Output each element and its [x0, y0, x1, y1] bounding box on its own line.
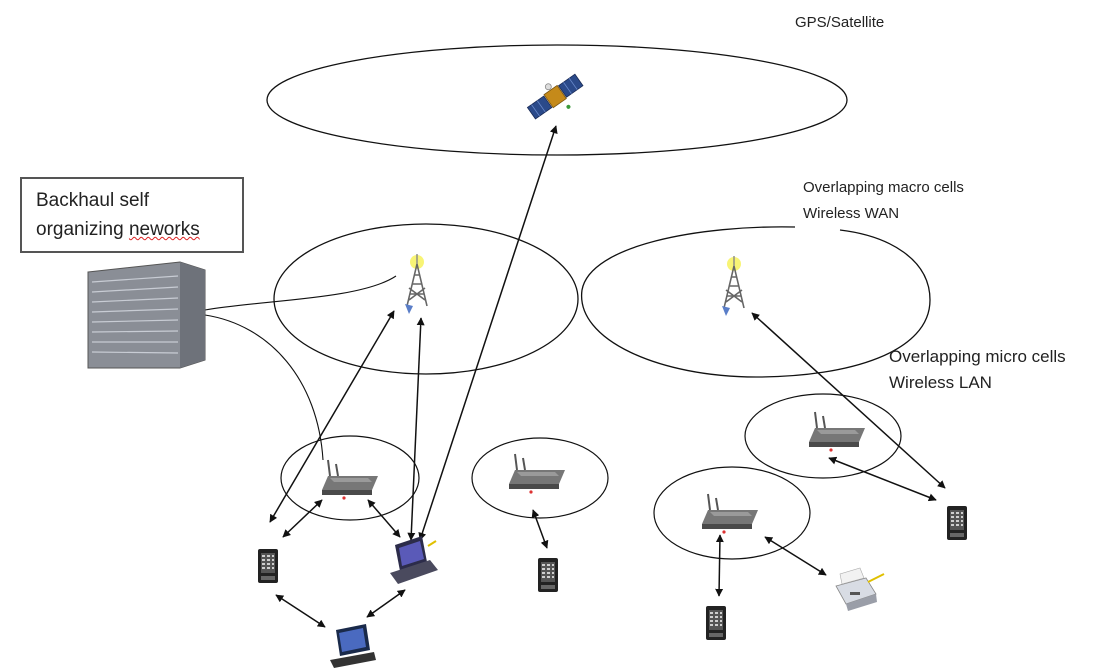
link-router3-printer	[764, 536, 827, 576]
laptop-icon	[390, 536, 438, 584]
mobile-phone-icon	[258, 549, 278, 583]
backhaul-link-tower	[204, 275, 397, 311]
backhaul-label-box: Backhaul self organizing neworks	[20, 177, 244, 253]
micro-cells-label-line1: Overlapping micro cells	[889, 347, 1066, 366]
printer-icon	[835, 567, 885, 611]
link-laptop-monitor	[366, 589, 406, 618]
wireless-router-icon	[701, 493, 759, 535]
mobile-phone-icon	[538, 558, 558, 592]
cell-tower-icon	[404, 253, 428, 315]
wireless-router-icon	[321, 459, 379, 501]
desktop-computer-icon	[330, 624, 376, 668]
wireless-router-icon	[508, 453, 566, 495]
link-phone-tower	[269, 310, 395, 523]
satellite-icon	[526, 73, 584, 120]
backhaul-label-line1: Backhaul self	[36, 190, 150, 211]
satellite-label: GPS/Satellite	[795, 14, 885, 31]
micro-cell-3	[653, 466, 811, 560]
link-router2-phone	[531, 509, 549, 549]
backhaul-label-line2-b: neworks	[128, 219, 200, 240]
backhaul-label-line2-a: organizing	[36, 219, 129, 240]
link-phone-tower-right	[751, 312, 946, 489]
micro-cells-label: Overlapping micro cells Wireless LAN	[889, 344, 1066, 396]
link-router-laptop	[367, 499, 401, 538]
link-laptop-satellite	[418, 125, 558, 541]
cell-tower-icon	[721, 255, 745, 317]
macro-cells-label: Overlapping macro cells Wireless WAN	[803, 175, 964, 227]
backhaul-label-line2: organizing neworks	[36, 215, 242, 244]
mobile-phone-icon	[706, 606, 726, 640]
server-rack-icon	[87, 261, 206, 369]
link-phone-monitor	[275, 594, 326, 628]
macro-cells-label-line1: Overlapping macro cells	[803, 179, 964, 196]
macro-cells-label-line2: Wireless WAN	[803, 205, 900, 222]
link-laptop-tower	[407, 317, 425, 541]
mobile-phone-icon	[947, 506, 967, 540]
link-router-phone-left	[282, 499, 323, 538]
micro-cells-label-line2: Wireless LAN	[889, 373, 992, 392]
wireless-router-icon	[808, 411, 866, 453]
macro-cell-right	[581, 226, 931, 378]
backhaul-link-router	[204, 314, 324, 461]
link-router3-phone	[715, 534, 724, 597]
